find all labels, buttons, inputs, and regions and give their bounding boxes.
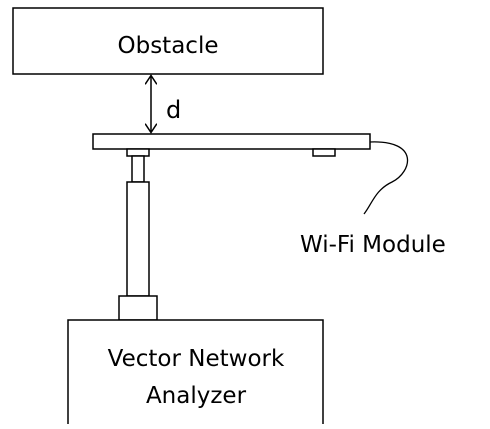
wifi-module-label: Wi-Fi Module (300, 232, 446, 258)
wifi-module-chip (312, 148, 336, 157)
distance-label: d (166, 96, 181, 124)
cable-post (126, 181, 150, 297)
board-connector (126, 148, 150, 157)
obstacle-label: Obstacle (118, 33, 219, 59)
analyzer-box (67, 319, 324, 429)
cable-base-connector (118, 295, 158, 321)
cable-neck (131, 155, 145, 183)
module-lead-wire (363, 141, 409, 215)
obstacle-box (12, 7, 324, 75)
analyzer-label-line1: Vector Network (108, 346, 285, 372)
wifi-board (92, 133, 371, 150)
analyzer-label-line2: Analyzer (146, 383, 247, 409)
